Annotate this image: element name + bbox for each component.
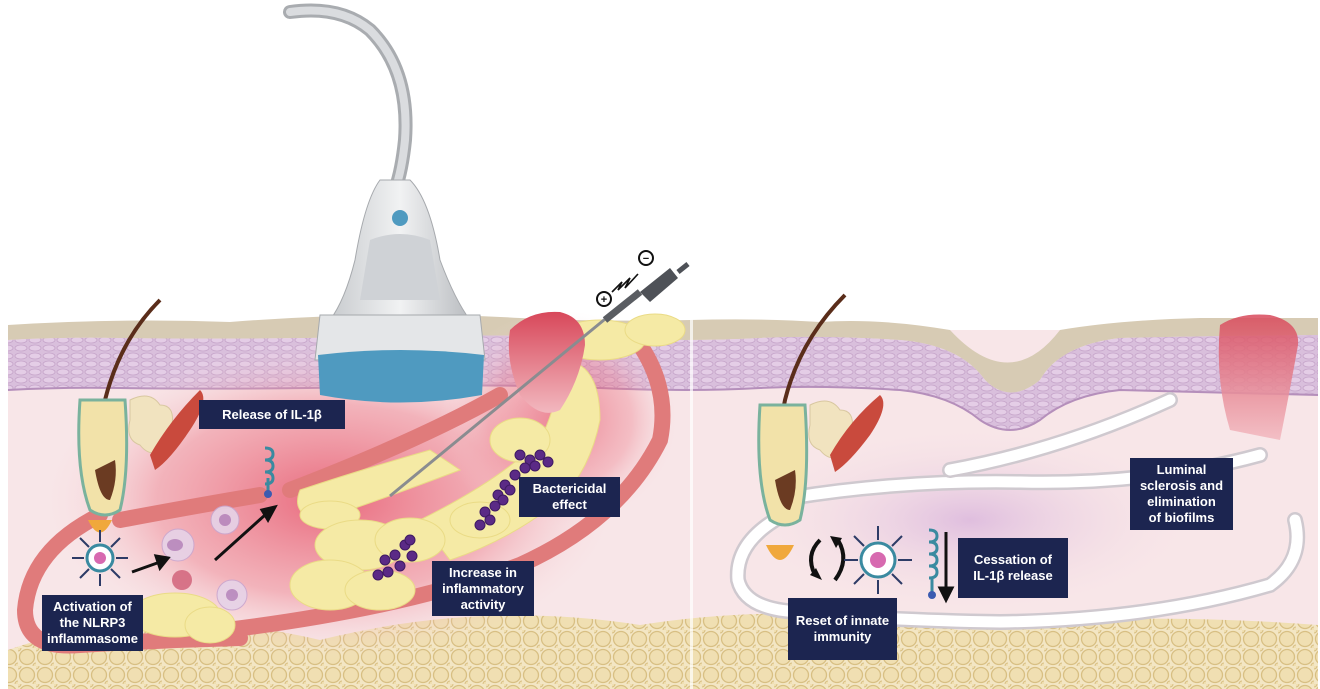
electrode-symbols: + − [597, 251, 653, 306]
svg-text:−: − [643, 253, 649, 265]
inflammasome-left [72, 530, 128, 586]
inflammasome-right [844, 526, 912, 594]
hair-follicle-right [759, 405, 807, 525]
ultrasound-probe [290, 10, 485, 402]
activation-nlrp3-label: Activation of the NLRP3 inflammasome [42, 595, 143, 651]
svg-text:+: + [601, 294, 607, 306]
luminal-sclerosis-label: Luminal sclerosis and elimination of bio… [1130, 458, 1233, 530]
panel-divider [690, 300, 693, 689]
cessation-il1b-label: Cessation of IL-1β release [958, 538, 1068, 598]
reset-innate-immunity-label: Reset of innate immunity [788, 598, 897, 660]
release-il1b-label: Release of IL-1β [199, 400, 345, 429]
bactericidal-effect-label: Bactericidal effect [519, 477, 620, 517]
increase-inflammatory-activity-label: Increase in inflammatory activity [432, 561, 534, 616]
hair-follicle-left [79, 400, 127, 515]
